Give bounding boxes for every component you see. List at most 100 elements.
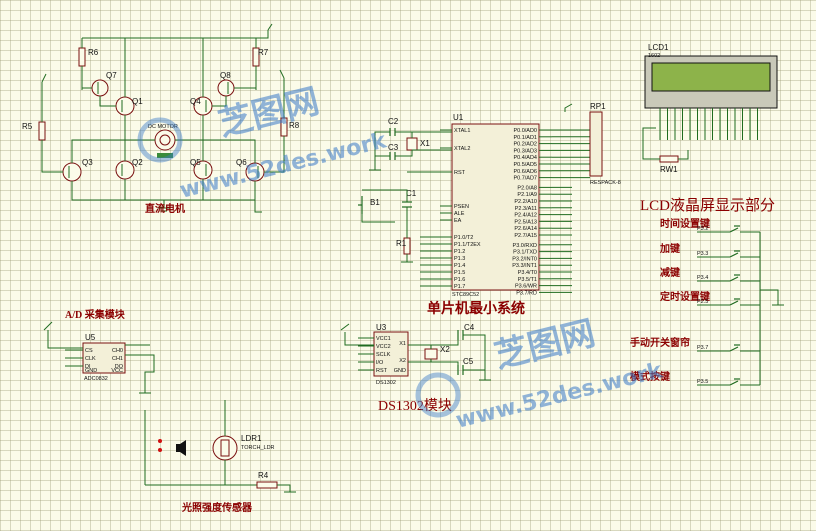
mcu-pin-left: P1.6 — [454, 277, 465, 283]
transistor-q2: Q2 — [115, 158, 143, 180]
key-label: 模式按键 — [630, 370, 671, 383]
resistor-r4 — [256, 481, 278, 489]
capacitor-c3: C3 — [388, 143, 399, 160]
motor-driver-section: R6 R7 Q7 Q1 Q8 Q4 — [22, 23, 300, 215]
mcu-pin-left: RST — [454, 170, 466, 176]
mcu-pin-right: P0.1/AD1 — [513, 135, 537, 141]
resistor-r5 — [38, 121, 46, 141]
adc-pin: CH1 — [112, 356, 123, 362]
adc-pin: DO — [115, 364, 124, 370]
c5-label: C5 — [463, 357, 474, 366]
key-port: P3.7 — [697, 345, 708, 351]
u1-part: STC89C52 — [452, 292, 479, 298]
mcu-pin-right: P0.3/AD3 — [513, 148, 537, 154]
mcu-pin-right: P3.4/T0 — [518, 270, 537, 276]
watermark-logo-icon — [137, 117, 183, 163]
resistor-r6 — [78, 47, 86, 67]
rtc-pin: VCC2 — [376, 344, 391, 350]
u5-part: ADC0832 — [84, 376, 108, 382]
mcu-pin-left: P1.2 — [454, 249, 465, 255]
mcu-pin-right: P2.1/A9 — [517, 192, 537, 198]
mcu-pin-right: P2.0/A8 — [517, 185, 537, 191]
key-button — [729, 225, 740, 233]
light-indicator-icon — [158, 439, 162, 443]
mcu-pin-right: P3.1/TXD — [513, 250, 537, 256]
adc-pin: VCC — [111, 368, 123, 374]
pot-rw1 — [659, 155, 679, 163]
key-port: P3.4 — [697, 275, 708, 281]
mcu-pin-right: P3.6/WR — [515, 284, 537, 290]
q1-label: Q1 — [132, 97, 143, 106]
r4-label: R4 — [258, 471, 269, 480]
watermark: 芝图网 www.52des.work 芝图网 www.52des.work — [137, 81, 666, 434]
mcu-pin-right: P2.4/A12 — [514, 213, 537, 219]
capacitor-c2: C2 — [388, 117, 399, 136]
rtc-pin: I/O — [376, 360, 384, 366]
key-label: 定时设置键 — [660, 290, 711, 303]
key-button — [729, 378, 740, 386]
motor-block-title: 直流电机 — [145, 202, 185, 215]
key-button — [729, 250, 740, 258]
ad-block-title: A/D 采集模块 — [65, 308, 126, 321]
key-port: P3.5 — [697, 379, 708, 385]
rp1-label: RP1 — [590, 102, 606, 111]
r1-label: R1 — [396, 239, 407, 248]
key-port: P3.2 — [697, 226, 708, 232]
u3-part: DS1302 — [376, 380, 396, 386]
mcu-pin-right: P0.6/AD6 — [513, 169, 537, 175]
r6-label: R6 — [88, 48, 99, 57]
c3-label: C3 — [388, 143, 399, 152]
crystal-x2 — [424, 348, 438, 360]
watermark-logo-icon-2 — [415, 372, 461, 418]
mcu-pin-right: P3.2/INT0 — [512, 256, 537, 262]
x1-label: X1 — [420, 139, 430, 148]
lcd-block-title: LCD液晶屏显示部分 — [640, 197, 775, 214]
rp1-part: RESPACK-8 — [590, 180, 621, 186]
rtc-pin: GND — [394, 368, 406, 374]
c1-label: C1 — [406, 189, 417, 198]
adc-u5 — [82, 342, 126, 374]
q4-label: Q4 — [190, 97, 201, 106]
c4-label: C4 — [464, 323, 475, 332]
ldr1-label: LDR1 — [241, 434, 262, 443]
capacitor-c4: C4 — [457, 323, 475, 340]
key-port: P3.3 — [697, 251, 708, 257]
x2-label: X2 — [440, 345, 450, 354]
key-label: 时间设置键 — [660, 217, 711, 230]
mcu-left-pins: XTAL1XTAL2RSTPSENALEEAP1.0/T2P1.1/T2EXP1… — [420, 128, 481, 290]
mcu-pin-left: P1.7 — [454, 284, 465, 290]
rtc-block-title: DS1302模块 — [378, 398, 452, 414]
mcu-section: U1 STC89C52 XTAL1XTAL2RSTPSENALEEAP1.0/T… — [358, 102, 621, 317]
rtc-pin: RST — [376, 368, 388, 374]
speaker-icon — [180, 440, 186, 456]
mcu-pin-right: P2.3/A11 — [515, 206, 537, 212]
adc-pin: DI — [85, 364, 91, 370]
light-block-title: 光照强度传感器 — [181, 501, 253, 514]
key-button — [729, 298, 740, 306]
rtc-pin: VCC1 — [376, 336, 391, 342]
q3-label: Q3 — [82, 158, 93, 167]
mcu-pin-left: XTAL1 — [454, 128, 470, 134]
b1-label: B1 — [370, 198, 380, 207]
lcd-pins — [659, 108, 758, 140]
ldr1-part: TORCH_LDR — [241, 445, 275, 451]
crystal-x1 — [406, 137, 418, 151]
adc-pin: CLK — [85, 356, 96, 362]
transistor-q7: Q7 — [91, 71, 117, 97]
mcu-right-pins: P0.0/AD0P0.1/AD1P0.2/AD2P0.3/AD3P0.4/AD4… — [512, 128, 590, 296]
capacitor-c1: C1 — [402, 189, 417, 208]
r5-label: R5 — [22, 122, 33, 131]
rw1-label: RW1 — [660, 165, 678, 174]
q5-label: Q5 — [190, 158, 201, 167]
r8-label: R8 — [289, 121, 300, 130]
mcu-pin-right: P2.6/A14 — [514, 226, 537, 232]
key-button — [729, 344, 740, 352]
mcu-pin-right: P2.7/A15 — [514, 233, 537, 239]
r7-label: R7 — [258, 48, 269, 57]
mcu-pin-right: P3.7/RD — [516, 290, 537, 296]
mcu-pin-left: P1.0/T2 — [454, 235, 473, 241]
ldr1: LDR1 TORCH_LDR — [212, 434, 275, 461]
u3-label: U3 — [376, 323, 387, 332]
